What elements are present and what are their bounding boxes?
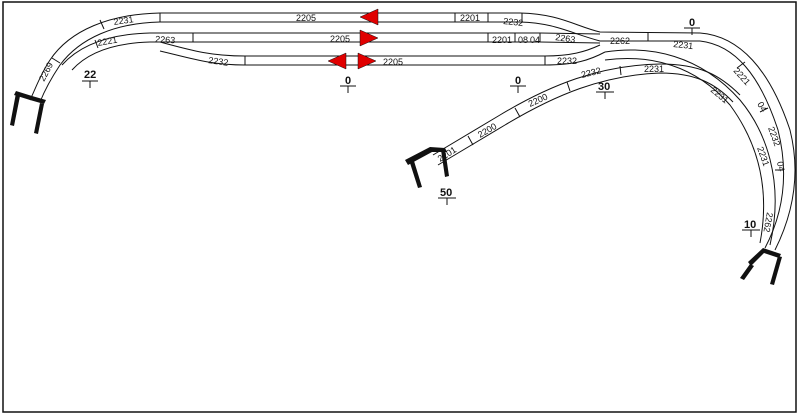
signal-middle-right[interactable]: [359, 29, 379, 47]
track-branch-diagonal: [432, 63, 741, 166]
track-bottom-line: [159, 41, 606, 66]
track-middle-line: [150, 32, 601, 44]
piece-label: 2232: [503, 16, 524, 28]
piece-label: 2205: [383, 57, 403, 67]
signal-bottom-right[interactable]: [357, 52, 377, 70]
bumper-left: [10, 91, 46, 134]
piece-label: 2232: [580, 65, 602, 80]
piece-label: 2232: [208, 55, 229, 68]
piece-label: 2231: [673, 39, 694, 51]
piece-label: 2205: [330, 34, 350, 44]
height-marker-0-center: 0: [340, 75, 356, 93]
piece-label: 2262: [762, 212, 775, 233]
signal-bottom-left[interactable]: [327, 52, 347, 70]
piece-label: 08: [518, 35, 528, 45]
piece-label: 2221: [97, 35, 118, 48]
height-marker-10: 10: [742, 219, 760, 237]
piece-label: 04: [530, 35, 540, 45]
height-label: 50: [440, 187, 452, 199]
height-label: 10: [744, 219, 756, 231]
track-right-curve: [604, 32, 796, 251]
height-label: 22: [84, 69, 96, 81]
piece-label: 04: [775, 161, 787, 173]
height-marker-0-right: 0: [684, 17, 700, 35]
piece-label: 2201: [460, 13, 480, 23]
piece-label: 04: [755, 100, 769, 114]
piece-label: 2263: [555, 32, 576, 45]
bumper-right: [740, 248, 782, 285]
piece-label: 2231: [113, 14, 134, 27]
track-top-line: [159, 12, 701, 42]
track-left-curve: [29, 12, 161, 103]
height-label: 0: [689, 17, 695, 29]
piece-label: 2231: [644, 64, 664, 74]
piece-label: 2205: [296, 13, 316, 23]
height-label: 0: [515, 75, 521, 87]
height-marker-50: 50: [438, 187, 456, 205]
bumper-center: [405, 147, 449, 188]
height-label: 30: [598, 81, 610, 93]
height-marker-0-mid: 0: [510, 75, 526, 93]
piece-label: 2262: [610, 36, 630, 46]
piece-label: 2263: [155, 34, 176, 45]
piece-label: 2232: [557, 56, 577, 66]
height-marker-30: 30: [596, 81, 614, 99]
height-label: 0: [345, 75, 351, 87]
signal-top-left[interactable]: [359, 8, 379, 26]
height-marker-22: 22: [82, 69, 98, 88]
piece-label: 2201: [492, 35, 512, 45]
